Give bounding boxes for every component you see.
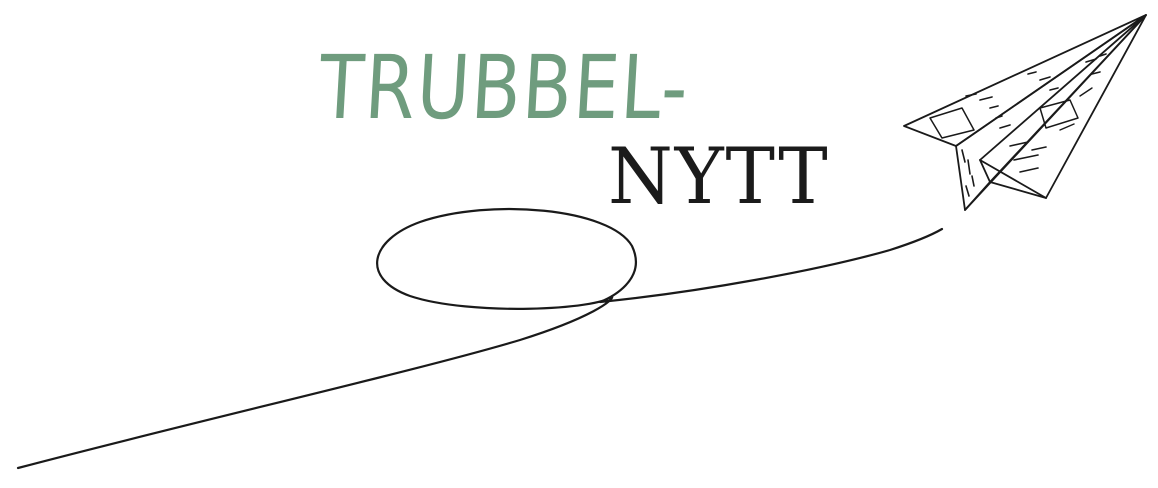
logo-title-line-1: TRUBBEL-	[316, 36, 693, 139]
flight-trail-path	[16, 207, 944, 470]
paper-airplane-icon	[903, 14, 1147, 211]
logo-title-line-2: NYTT	[608, 132, 830, 222]
